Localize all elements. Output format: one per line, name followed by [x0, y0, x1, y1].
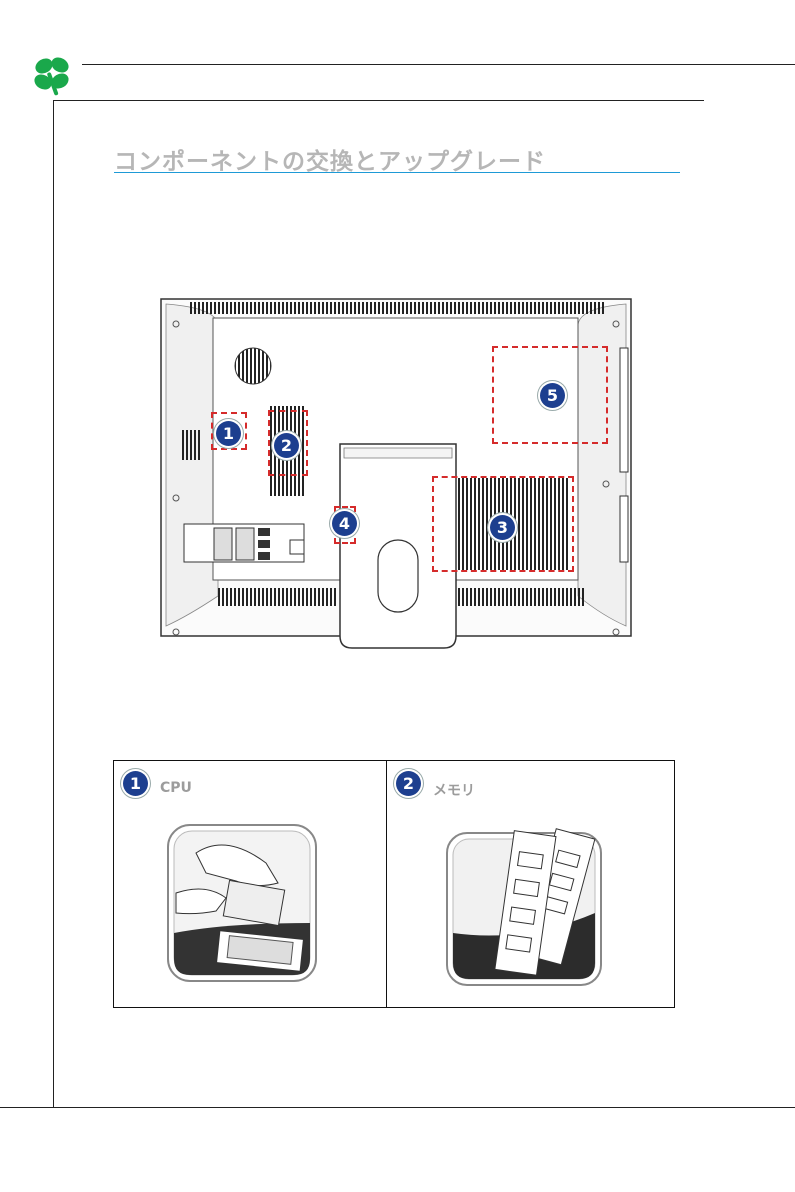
cpu-label: CPU [160, 780, 192, 796]
component-table: 1 CPU 2 メモリ [113, 760, 675, 1008]
left-margin-rule [53, 100, 54, 1108]
marker-badge-5: 5 [540, 383, 565, 408]
memory-module-icon [445, 823, 605, 989]
component-cell-memory: 2 メモリ [387, 761, 674, 1007]
header-logo [26, 52, 82, 102]
title-underline [114, 172, 680, 173]
marker-badge-3: 3 [490, 515, 515, 540]
header-rule-inner [54, 100, 704, 101]
clover-logo-icon [26, 52, 82, 102]
footer-rule [0, 1107, 795, 1108]
page-title: コンポーネントの交換とアップグレード [114, 142, 546, 176]
marker-badge-4: 4 [332, 511, 357, 536]
memory-number-badge: 2 [396, 771, 421, 796]
marker-badge-2: 2 [274, 433, 299, 458]
cpu-install-icon [166, 823, 318, 983]
header-rule-top [82, 64, 795, 65]
memory-label: メモリ [433, 780, 475, 800]
cpu-number-badge: 1 [123, 771, 148, 796]
component-cell-cpu: 1 CPU [114, 761, 386, 1007]
marker-badge-1: 1 [216, 421, 241, 446]
